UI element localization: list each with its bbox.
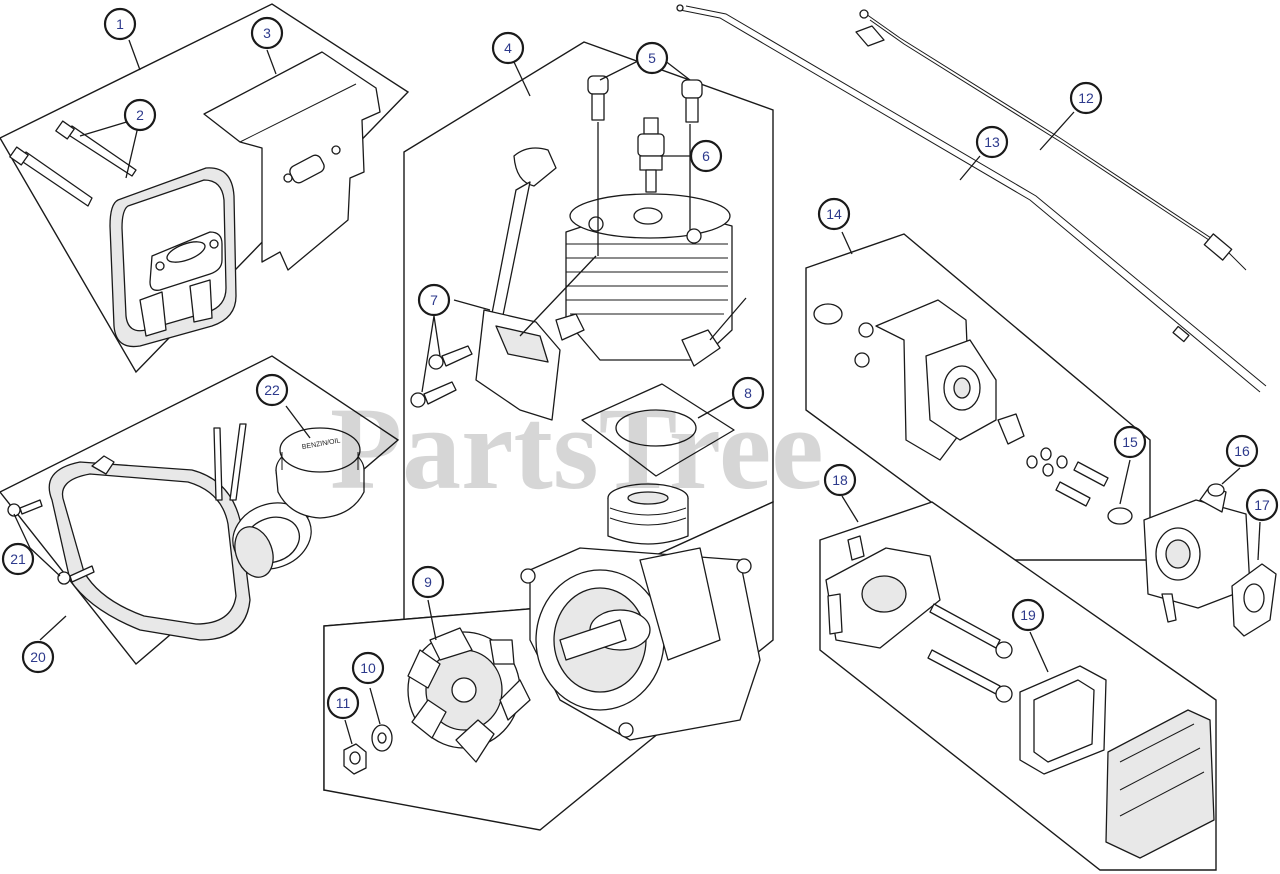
- svg-text:8: 8: [744, 385, 752, 401]
- adapter-oring: [813, 303, 843, 325]
- svg-text:19: 19: [1020, 607, 1036, 623]
- svg-text:18: 18: [832, 472, 848, 488]
- svg-text:21: 21: [10, 551, 26, 567]
- heat-shield: [203, 51, 381, 271]
- callout-15: 15: [1113, 425, 1147, 459]
- callout-10: 10: [351, 651, 385, 685]
- air-filter-base: [825, 535, 941, 649]
- carburetor-gasket: [1231, 563, 1277, 637]
- muffler-bolts: [9, 120, 137, 207]
- callout-19: 19: [1011, 598, 1045, 632]
- callout-14: 14: [817, 197, 851, 231]
- callout-4: 4: [491, 31, 525, 65]
- air-filter-screws: [927, 603, 1013, 703]
- svg-text:4: 4: [504, 40, 512, 56]
- callout-13: 13: [975, 125, 1009, 159]
- cylinder-gasket: [581, 383, 735, 477]
- svg-text:13: 13: [984, 134, 1000, 150]
- leader-lines: [13, 39, 1261, 745]
- svg-text:20: 20: [30, 649, 46, 665]
- carb-washers: [1026, 447, 1109, 507]
- flywheel-nut: [343, 743, 367, 775]
- flywheel-washer: [371, 724, 393, 752]
- fuel-cap: BENZIN/OIL: [275, 427, 365, 519]
- callout-2: 2: [123, 98, 157, 132]
- svg-text:16: 16: [1234, 443, 1250, 459]
- callout-3: 3: [250, 16, 284, 50]
- callout-7: 7: [417, 283, 451, 317]
- callout-20: 20: [21, 640, 55, 674]
- svg-text:3: 3: [263, 25, 271, 41]
- svg-text:22: 22: [264, 382, 280, 398]
- svg-text:11: 11: [336, 695, 351, 711]
- spark-plug: [637, 117, 665, 193]
- cylinder-head: [555, 193, 733, 367]
- svg-text:7: 7: [430, 292, 438, 308]
- lever-screws: [410, 345, 473, 408]
- carburetor-adapter: [854, 299, 1025, 461]
- callout-21: 21: [1, 542, 35, 576]
- svg-text:1: 1: [116, 16, 124, 32]
- stop-switch-wire: [855, 9, 1247, 271]
- callout-16: 16: [1225, 434, 1259, 468]
- callout-8: 8: [731, 376, 765, 410]
- callout-22: 22: [255, 373, 289, 407]
- cylinder-bolts: [587, 75, 703, 123]
- svg-text:14: 14: [826, 206, 842, 222]
- callout-9: 9: [411, 565, 445, 599]
- svg-text:10: 10: [360, 660, 376, 676]
- air-filter-element: [1019, 665, 1107, 775]
- primer-bulb-lever: [475, 147, 561, 421]
- svg-text:12: 12: [1078, 90, 1094, 106]
- svg-text:2: 2: [136, 107, 144, 123]
- svg-text:5: 5: [648, 50, 656, 66]
- muffler: [109, 167, 237, 348]
- callout-11: 11: [326, 686, 360, 720]
- piston: [607, 483, 689, 545]
- svg-text:15: 15: [1122, 434, 1138, 450]
- callout-18: 18: [823, 463, 857, 497]
- callout-17: 17: [1245, 488, 1279, 522]
- flywheel: [407, 627, 531, 763]
- crankcase: [520, 547, 761, 741]
- fuel-tank: [48, 423, 312, 641]
- throttle-cable: [676, 4, 1267, 393]
- callout-1: 1: [103, 7, 137, 41]
- svg-text:6: 6: [702, 148, 710, 164]
- svg-text:9: 9: [424, 574, 432, 590]
- air-filter-cover: [1105, 709, 1215, 859]
- svg-text:17: 17: [1254, 497, 1270, 513]
- callout-5: 5: [635, 41, 669, 75]
- tank-screws: [7, 499, 95, 585]
- carb-gasket-ring: [1107, 507, 1133, 525]
- callout-6: 6: [689, 139, 723, 173]
- callout-12: 12: [1069, 81, 1103, 115]
